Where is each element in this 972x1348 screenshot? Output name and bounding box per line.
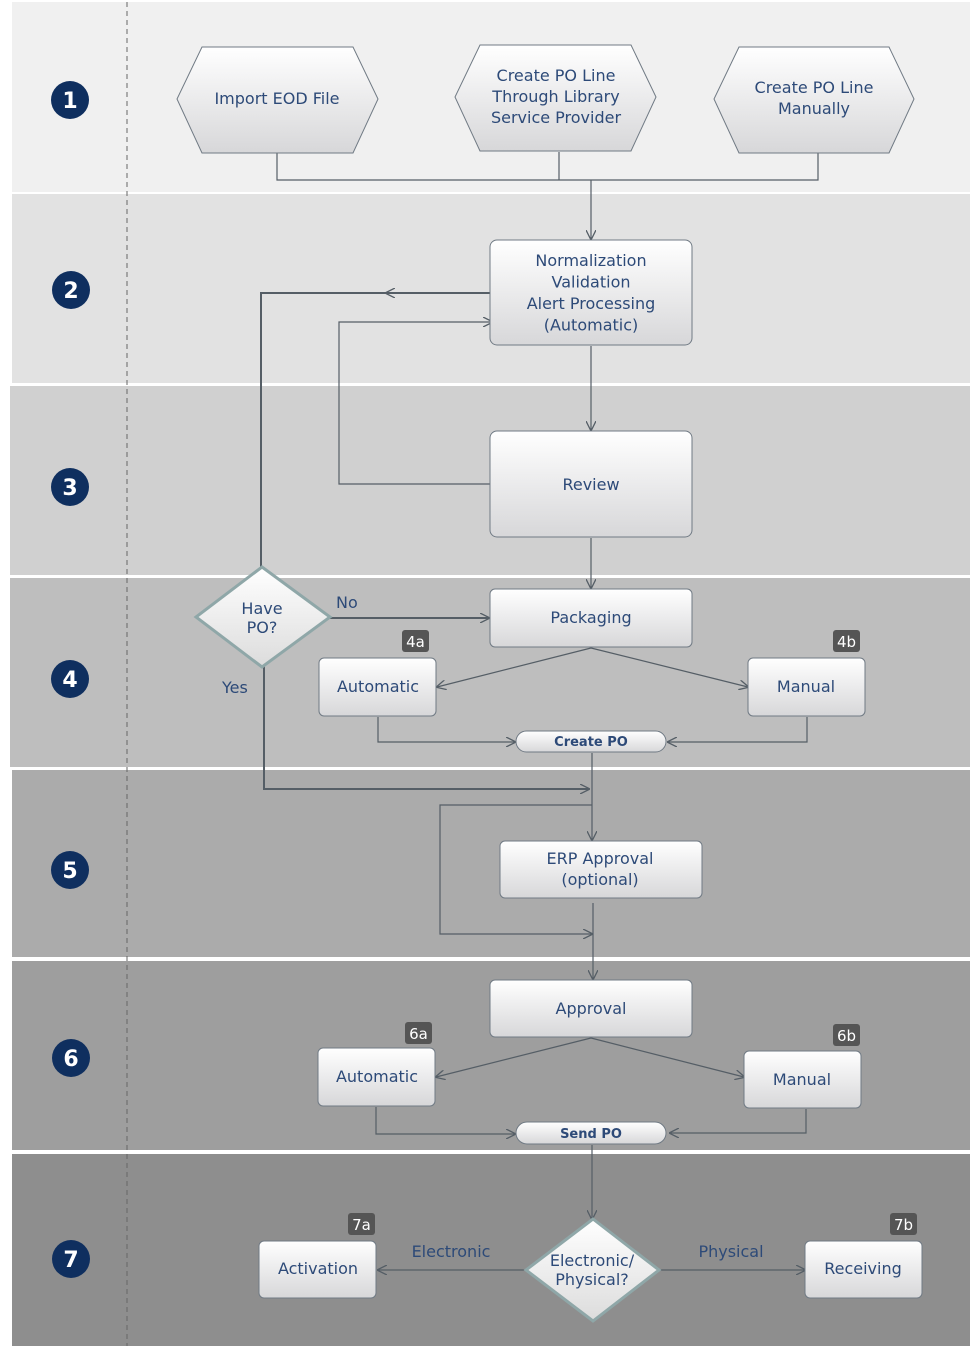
send-po-pill: Send PO	[515, 1121, 667, 1145]
svg-text:Automatic: Automatic	[336, 1067, 418, 1086]
node-label-line: Import EOD File	[214, 89, 339, 108]
svg-text:6a: 6a	[409, 1025, 428, 1043]
lane-numbers: 1 2 3 4 5 6 7	[51, 81, 90, 1278]
svg-text:1: 1	[62, 89, 77, 114]
lane-number-5: 5	[51, 851, 89, 889]
node-label-line: ERP Approval	[547, 849, 654, 868]
node-label-line: (Automatic)	[544, 316, 639, 335]
svg-text:Receiving: Receiving	[824, 1259, 902, 1278]
tag-4a: 4a	[402, 630, 429, 652]
lane-number-3: 3	[51, 468, 89, 506]
connectors	[260, 152, 819, 1270]
packaging-node: Packaging	[489, 588, 693, 648]
node-label-line: Automatic	[336, 1067, 418, 1086]
automatic-6a-node: Automatic	[317, 1047, 436, 1107]
node-label-line: Validation	[551, 273, 630, 292]
edge-label-no: No	[336, 593, 358, 612]
edge-label-yes: Yes	[221, 678, 248, 697]
svg-text:4b: 4b	[837, 633, 856, 651]
svg-text:3: 3	[62, 476, 77, 501]
svg-text:7: 7	[63, 1248, 78, 1273]
svg-text:6b: 6b	[837, 1027, 856, 1045]
node-label-line: Create PO Line	[497, 66, 616, 85]
svg-text:4: 4	[62, 668, 77, 693]
node-label-line: Service Provider	[491, 108, 622, 127]
approval-node: Approval	[489, 979, 693, 1038]
node-label-line: Normalization	[535, 251, 646, 270]
svg-text:4a: 4a	[406, 633, 425, 651]
svg-text:Packaging: Packaging	[550, 608, 631, 627]
svg-text:Import EOD File: Import EOD File	[214, 89, 339, 108]
import-eod-node: Import EOD File	[176, 46, 379, 154]
create-po-pill: Create PO	[515, 730, 667, 753]
edge-label-electronic: Electronic	[412, 1242, 491, 1261]
node-label-line: Manually	[778, 99, 850, 118]
svg-text:2: 2	[63, 279, 78, 304]
tag-7a: 7a	[348, 1213, 375, 1235]
node-label-line: Send PO	[560, 1127, 622, 1142]
svg-text:Automatic: Automatic	[337, 677, 419, 696]
node-label-line: Packaging	[550, 608, 631, 627]
manual-4b-node: Manual	[747, 657, 866, 717]
tag-6b: 6b	[833, 1024, 860, 1046]
svg-text:7b: 7b	[894, 1216, 913, 1234]
node-label-line: Manual	[777, 677, 835, 696]
node-label-line: Automatic	[337, 677, 419, 696]
lane-number-6: 6	[52, 1039, 90, 1077]
svg-text:Electronic/Physical?: Electronic/Physical?	[550, 1251, 635, 1289]
svg-text:7a: 7a	[352, 1216, 371, 1234]
lane-number-1: 1	[51, 81, 89, 119]
erp-approval-node: ERP Approval (optional)	[499, 840, 703, 899]
node-label-line: Activation	[278, 1259, 358, 1278]
edge-labels: No Yes Electronic Physical	[221, 593, 764, 1261]
node-label-line: Physical?	[555, 1270, 629, 1289]
tag-4b: 4b	[833, 630, 860, 652]
tag-6a: 6a	[405, 1022, 432, 1044]
node-label-line: Receiving	[824, 1259, 902, 1278]
node-label-line: Approval	[556, 999, 627, 1018]
review-node: Review	[489, 430, 693, 538]
svg-text:Send PO: Send PO	[560, 1127, 622, 1142]
node-label-line: PO?	[247, 618, 278, 637]
node-label-line: Have	[241, 599, 282, 618]
node-label-line: Create PO	[554, 735, 628, 750]
lane-number-2: 2	[52, 271, 90, 309]
lane-5	[12, 770, 970, 957]
lane-number-7: 7	[52, 1240, 90, 1278]
edge-label-physical: Physical	[698, 1242, 763, 1261]
node-label-line: Through Library	[491, 87, 619, 106]
svg-text:Create PO: Create PO	[554, 735, 628, 750]
electronic-physical-decision: Electronic/Physical?	[523, 1217, 662, 1323]
receiving-node: Receiving	[804, 1240, 923, 1299]
node-label-line: Review	[562, 475, 619, 494]
node-label-line: Manual	[773, 1070, 831, 1089]
svg-text:5: 5	[62, 859, 77, 884]
automatic-4a-node: Automatic	[318, 657, 437, 717]
manual-6b-node: Manual	[743, 1050, 862, 1109]
node-label-line: (optional)	[561, 870, 638, 889]
svg-text:Activation: Activation	[278, 1259, 358, 1278]
svg-text:Manual: Manual	[777, 677, 835, 696]
svg-text:Review: Review	[562, 475, 619, 494]
activation-node: Activation	[258, 1240, 377, 1299]
node-label-line: Electronic/	[550, 1251, 635, 1270]
svg-text:ERP Approval(optional): ERP Approval (optional)	[547, 849, 654, 889]
lane-number-4: 4	[51, 660, 89, 698]
svg-text:6: 6	[63, 1047, 78, 1072]
step-tags: 4a 4b 6a 6b 7a 7b	[348, 630, 917, 1235]
svg-text:Manual: Manual	[773, 1070, 831, 1089]
node-label-line: Alert Processing	[527, 294, 656, 313]
node-label-line: Create PO Line	[755, 78, 874, 97]
svg-text:Approval: Approval	[556, 999, 627, 1018]
tag-7b: 7b	[890, 1213, 917, 1235]
